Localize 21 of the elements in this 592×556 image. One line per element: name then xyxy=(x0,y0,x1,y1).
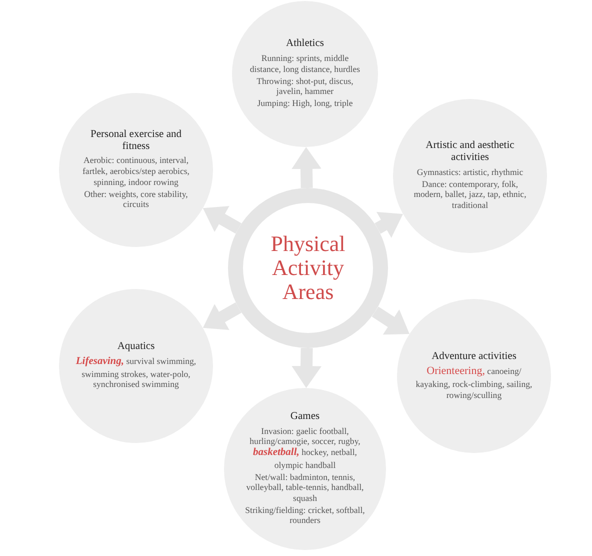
category-heading: Games xyxy=(290,410,320,423)
activity-list: Gymnastics: artistic, rhythmic xyxy=(416,166,524,178)
activity-list: Other: weights, core stability, circuits xyxy=(75,188,197,210)
arrow xyxy=(292,348,322,388)
category-heading: Personal exercise and fitness xyxy=(90,128,182,152)
hub-title: Physical Activity Areas xyxy=(270,232,346,304)
category-heading: Artistic and aesthetic activities xyxy=(424,140,516,164)
activity-list: Invasion: gaelic football, hurling/camogie, soccer, rugby, basketball, hockey, netball, olympic handball xyxy=(240,426,370,471)
activity-list: Throwing: shot-put, discus, javelin, hammer xyxy=(246,76,364,97)
activity-list: Jumping: High, long, triple xyxy=(257,98,353,109)
category-heading: Adventure activities xyxy=(432,350,516,362)
activity-list: Lifesaving, survival swimming, swimming strokes, water-polo, synchronised swimming xyxy=(75,356,197,390)
category-heading: Aquatics xyxy=(117,341,155,353)
arrow xyxy=(291,146,322,188)
activity-list: Net/wall: badminton, tennis, volleyball, table-tennis, handball, squash xyxy=(240,472,370,504)
activity-list: Running: sprints, middle distance, long distance, hurdles xyxy=(246,53,364,75)
activity-list: Striking/fielding: cricket, softball, rounders xyxy=(240,504,370,526)
activity-list: Dance: contemporary, folk, modern, ballet, jazz, tap, ethnic, traditional xyxy=(410,178,530,211)
activity-list: Orienteering, canoeing/ kayaking, rock-climbing, sailing, rowing/sculling xyxy=(412,365,536,400)
category-heading: Athletics xyxy=(286,38,324,50)
activity-list: Aerobic: continuous, interval, fartlek, aerobics/step aerobics, spinning, indoor rowing xyxy=(75,155,197,188)
